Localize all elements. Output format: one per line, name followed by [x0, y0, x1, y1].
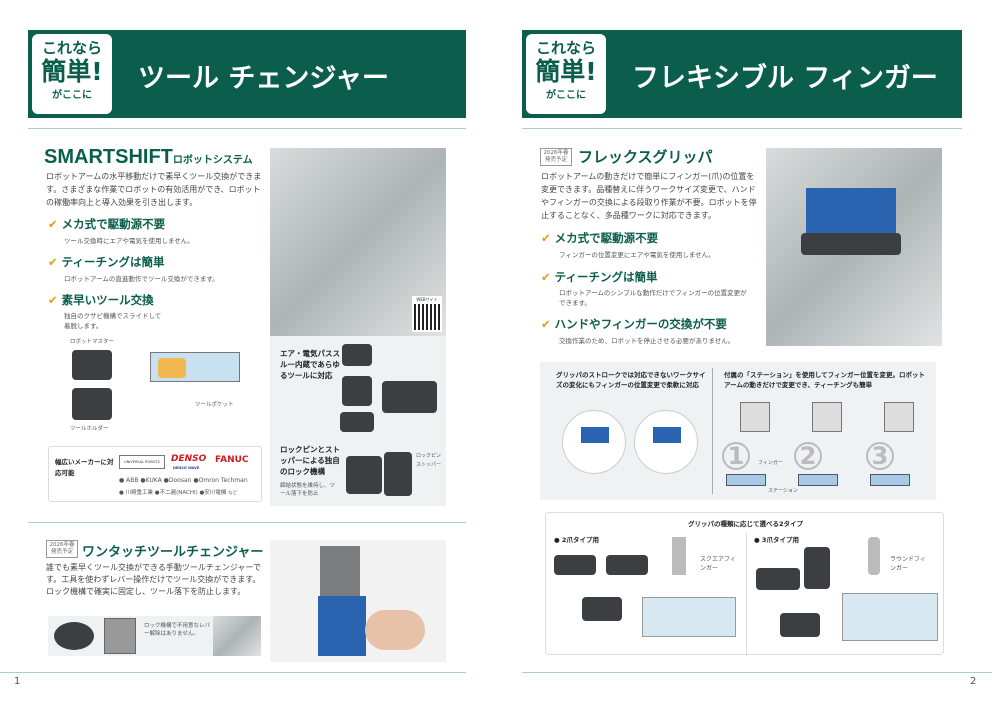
- header-title: ツール チェンジャー: [138, 63, 390, 94]
- changer-image: [54, 622, 94, 650]
- gripper-photo: [766, 148, 942, 346]
- section-title: SMARTSHIFTロボットシステム: [44, 146, 253, 168]
- panel-divider: [712, 368, 713, 494]
- badge-logo: これなら 簡単! がここに: [526, 34, 606, 114]
- qr-code[interactable]: WEBサイト: [412, 296, 442, 332]
- label-robot-master: ロボットマスター: [70, 339, 115, 345]
- release-tag: 2026年春 発売予定: [540, 148, 572, 166]
- footer-rule: [0, 672, 466, 673]
- lock-detail-image: [384, 452, 412, 496]
- gripper-wide-image: [562, 410, 626, 474]
- lock-text: 締結状態を維持し、ツール落下を防止: [280, 483, 336, 497]
- right-header: これなら 簡単! がここに フレキシブル フィンガー: [522, 30, 962, 118]
- gripper-narrow-image: [634, 410, 698, 474]
- footer-rule: [522, 672, 992, 673]
- robot-master-image: [72, 350, 112, 380]
- page-number: 2: [970, 676, 977, 687]
- square-finger-image: [672, 537, 686, 575]
- divider: [28, 522, 466, 523]
- station-image: [780, 613, 820, 637]
- lever-image: [104, 618, 136, 654]
- hand-image: [365, 610, 425, 650]
- section-description: ロボットアームの水平移動だけで素早くツール交換ができます。さまざまな作業でロボッ…: [46, 172, 262, 207]
- label-tool-holder: ツールホルダー: [70, 426, 109, 432]
- label-tool-pocket: ツールポケット: [195, 402, 234, 408]
- badge-logo: これなら 簡単! がここに: [32, 34, 112, 114]
- two-jaw-diagram: [642, 597, 736, 637]
- changer-photo: [213, 616, 261, 656]
- check-icon: ✔: [541, 270, 551, 284]
- lock-detail-panel: ロック機構で不用意なレバー解除はありません。: [48, 616, 261, 656]
- check-icon: ✔: [48, 255, 58, 269]
- fanuc-logo: FANUC: [215, 455, 249, 465]
- tool-holder-image: [72, 388, 112, 420]
- lock-title: ロックピンとストッパーによる独自のロック機構: [280, 445, 340, 476]
- denso-logo: DENSO: [171, 454, 207, 464]
- check-icon: ✔: [541, 231, 551, 245]
- lock-labels: ロックピンストッパー: [416, 453, 442, 468]
- finger-block-image: [554, 555, 596, 575]
- feature-title: ✔ティーチングは簡単: [48, 255, 165, 269]
- finger-block-image: [756, 568, 800, 590]
- feature-title: ✔素早いツール交換: [48, 293, 154, 307]
- round-finger-image: [868, 537, 880, 575]
- check-icon: ✔: [48, 293, 58, 307]
- station-diagram: [884, 402, 914, 432]
- section-title: ワンタッチツールチェンジャー: [82, 545, 264, 560]
- makers-box: 幅広いメーカーに対応可能 UNIVERSAL ROBOTS DENSO DENS…: [48, 446, 262, 502]
- section-description: ロボットアームの動きだけで簡単にフィンガー(爪)の位置を変更できます。品種替えに…: [541, 172, 757, 220]
- device-image: [342, 376, 372, 406]
- feature-list: ✔メカ式で駆動源不要 フィンガーの位置変更にエアや電気を使用しません。 ✔ティー…: [541, 231, 747, 345]
- check-icon: ✔: [541, 317, 551, 331]
- station-image: [582, 597, 622, 621]
- divider: [28, 128, 466, 129]
- air-text: エア・電気パススルー内蔵であらゆるツールに対応: [280, 349, 340, 380]
- step-number: 3: [866, 442, 894, 470]
- three-jaw-diagram: [842, 593, 938, 641]
- step-number: 2: [794, 442, 822, 470]
- feature-list: ✔メカ式で駆動源不要 ツール交換時にエアや電気を使用しません。 ✔ティーチングは…: [48, 216, 263, 331]
- lock-image: [346, 456, 382, 494]
- qr-icon: [414, 304, 440, 330]
- divider: [522, 128, 962, 129]
- check-icon: ✔: [48, 217, 58, 231]
- section-title: フレックスグリッパ: [578, 148, 713, 166]
- release-tag: 2026年春 発売予定: [46, 540, 78, 558]
- station-diagram: [812, 402, 842, 432]
- device-image: [342, 344, 372, 366]
- page-number: 1: [14, 676, 21, 687]
- gripper-panel: グリッパのストロークでは対応できないワークサイズの変化にもフィンガーの位置変更で…: [540, 362, 936, 500]
- feature-title: ✔メカ式で駆動源不要: [48, 217, 166, 231]
- station-diagram: [740, 402, 770, 432]
- device-image: [340, 412, 374, 432]
- types-box: グリッパの種類に応じて選べる2タイプ ● 2爪タイプ用 スクエアフィンガー ● …: [545, 512, 944, 656]
- changer-hand-photo: [270, 540, 446, 662]
- header-title: フレキシブル フィンガー: [632, 63, 938, 94]
- finger-block-image: [606, 555, 648, 575]
- step-number: 1: [722, 442, 750, 470]
- left-header: これなら 簡単! がここに ツール チェンジャー: [28, 30, 466, 118]
- finger-block-image: [804, 547, 830, 589]
- wedge-diagram: [158, 358, 186, 378]
- section-description: 誰でも素早くツール交換ができる手動ツールチェンジャーです。工具を使わずレバー操作…: [46, 563, 261, 596]
- universal-robots-logo: UNIVERSAL ROBOTS: [119, 455, 165, 469]
- feature-panel: エア・電気パススルー内蔵であらゆるツールに対応 ロックピンとストッパーによる独自…: [270, 336, 446, 506]
- device-image: [382, 381, 437, 413]
